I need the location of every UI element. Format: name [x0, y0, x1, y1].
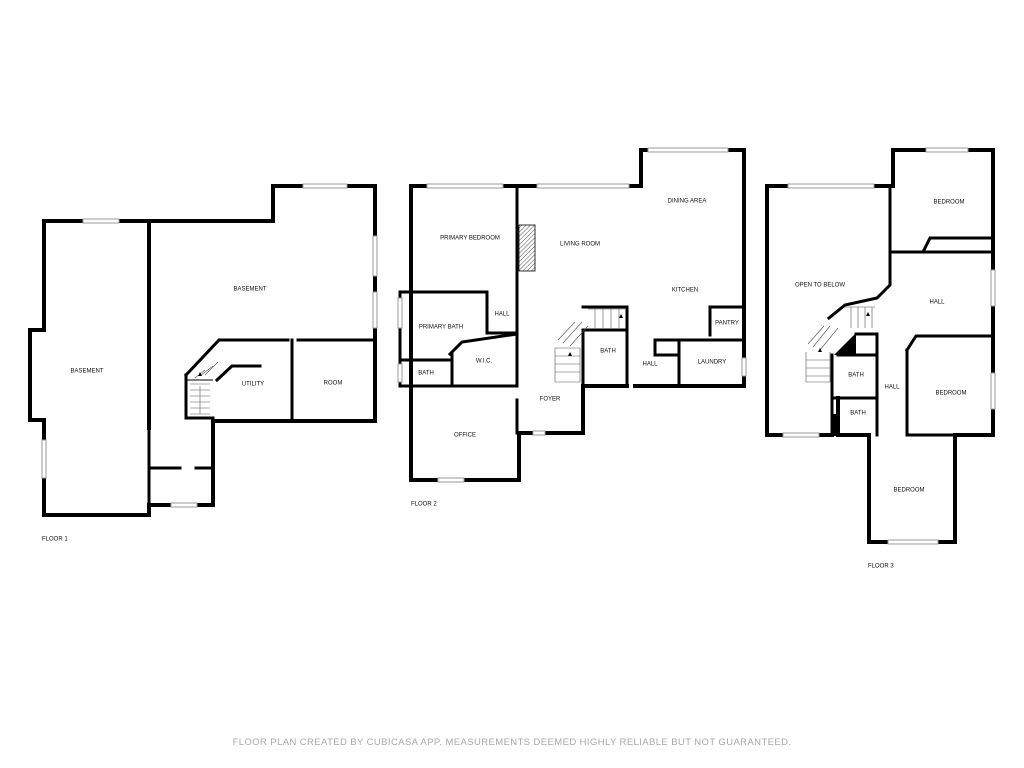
window — [372, 291, 378, 329]
room-label: BEDROOM — [933, 200, 964, 206]
room-label: FOYER — [540, 397, 561, 403]
room-label: HALL — [929, 300, 945, 306]
room-label: PRIMARY BEDROOM — [440, 236, 500, 242]
window — [782, 432, 820, 438]
room-label: HALL — [642, 362, 658, 368]
staircase — [805, 306, 875, 383]
room-label: HALL — [884, 385, 900, 391]
window — [397, 297, 403, 329]
room-label: HALL — [494, 312, 510, 318]
window — [372, 235, 378, 277]
room-label: PANTRY — [715, 321, 739, 327]
room-label: OFFICE — [454, 433, 476, 439]
room-label: BEDROOM — [893, 488, 924, 494]
floor-label: FLOOR 2 — [411, 502, 437, 508]
room-label: BASEMENT — [233, 287, 266, 293]
room-label: LIVING ROOM — [560, 242, 600, 248]
room-label: KITCHEN — [672, 288, 698, 294]
floor-1: BASEMENT BASEMENT UTILITY ROOM FLOOR 1 — [28, 183, 378, 543]
window — [787, 183, 875, 189]
floor-2: PRIMARY BEDROOM LIVING ROOM DINING AREA … — [397, 147, 747, 508]
window — [437, 477, 465, 483]
footer-disclaimer: FLOOR PLAN CREATED BY CUBICASA APP. MEAS… — [233, 737, 792, 748]
room-label: PRIMARY BATH — [419, 325, 463, 331]
staircase — [554, 308, 625, 383]
window — [170, 502, 198, 508]
room-label: BATH — [418, 371, 434, 377]
window — [536, 183, 630, 189]
floor-3: OPEN TO BELOW BEDROOM HALL BATH HALL BAT… — [765, 147, 996, 570]
window — [302, 183, 348, 189]
room-label: BEDROOM — [935, 391, 966, 397]
window — [397, 363, 403, 383]
room-label: DINING AREA — [668, 199, 707, 205]
floor-label: FLOOR 3 — [868, 564, 894, 570]
window — [82, 218, 120, 224]
room-label: BATH — [848, 373, 864, 379]
column — [834, 333, 856, 355]
window — [741, 357, 747, 377]
window — [41, 439, 47, 479]
window — [990, 372, 996, 410]
room-label: W.I.C. — [476, 359, 493, 365]
window — [887, 539, 939, 545]
window — [647, 147, 729, 153]
room-label: OPEN TO BELOW — [795, 283, 845, 289]
window — [925, 147, 969, 153]
floor-label: FLOOR 1 — [42, 537, 68, 543]
fireplace — [518, 224, 536, 272]
room-label: BATH — [850, 411, 866, 417]
window — [990, 269, 996, 307]
room-label: BATH — [600, 349, 616, 355]
window — [426, 183, 504, 189]
room-label: ROOM — [324, 381, 343, 387]
staircase — [190, 361, 219, 415]
room-label: UTILITY — [242, 382, 264, 388]
window — [532, 430, 546, 436]
column — [831, 414, 837, 436]
room-label: LAUNDRY — [698, 360, 727, 366]
room-label: BASEMENT — [70, 369, 103, 375]
